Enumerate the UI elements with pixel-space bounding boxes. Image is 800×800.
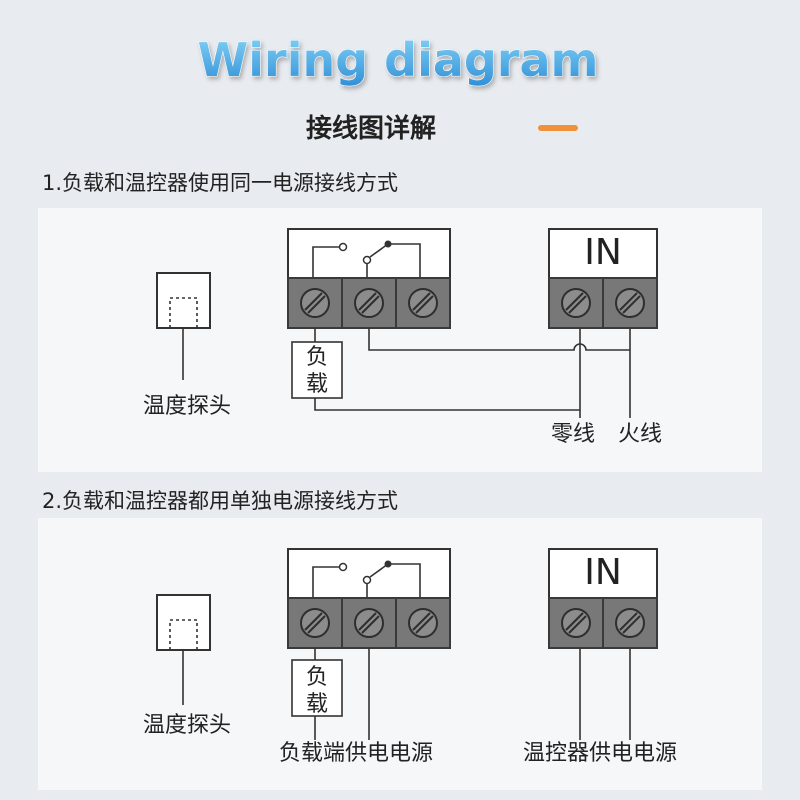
relay-contact-icon [362,255,372,265]
section1-load-box [291,341,343,399]
section1-load-label-bottom: 载 [306,372,328,397]
load-to-neutral-wire [314,398,580,411]
section2-controller [287,548,451,649]
section2-temperature-probe [156,594,211,705]
controller-relay-box [287,548,451,599]
terminal-screw-icon [615,288,645,318]
relay-contact-icon [362,575,372,585]
section2-load-label-bottom: 载 [306,692,328,717]
relay-common-wire [388,243,421,278]
probe-body [156,272,211,329]
page-subtitle: 接线图详解 [306,113,436,144]
terminal-screw-icon [408,288,438,318]
relay-contact-icon [338,242,348,252]
section2-in-label: IN [584,552,622,593]
in-box [548,228,658,279]
terminal-screw-icon [354,288,384,318]
section1-controller [287,228,451,329]
in-box [548,548,658,599]
section2-load-label-top: 负 [306,665,328,690]
relay-nc-wire [312,246,339,278]
probe-sensor-icon [169,297,198,328]
accent-dash [538,125,578,131]
terminal-screw-icon [615,608,645,638]
relay-switch-blade [369,243,389,258]
section2-load-box [291,659,343,717]
section2-controller-power-label: 温控器供电电源 [523,741,677,766]
section2-heading: 2.负载和温控器都用单独电源接线方式 [42,489,398,513]
terminal-screw-icon [354,608,384,638]
page-title: Wiring diagram [198,33,599,87]
controller-to-live-wire [368,328,630,351]
section1-neutral-label: 零线 [551,422,595,447]
section2-power-input: IN [548,548,658,649]
terminal-screw-icon [300,608,330,638]
terminal-screw-icon [300,288,330,318]
section1-load-label-top: 负 [306,345,328,370]
terminal-screw-icon [408,608,438,638]
section1-temperature-probe [156,272,211,380]
section1-probe-label: 温度探头 [143,394,231,419]
terminal-screw-icon [561,608,591,638]
section1-heading: 1.负载和温控器使用同一电源接线方式 [42,171,398,195]
probe-sensor-icon [169,619,198,650]
relay-contact-icon [338,562,348,572]
relay-common-wire [388,563,421,598]
terminal-screw-icon [561,288,591,318]
section2-probe-label: 温度探头 [143,713,231,738]
probe-body [156,594,211,651]
section1-in-label: IN [584,232,622,273]
section1-power-input: IN [548,228,658,329]
relay-nc-wire [312,566,339,598]
section1-live-label: 火线 [618,422,662,447]
relay-switch-blade [369,563,389,578]
section2-load-power-label: 负载端供电电源 [279,741,433,766]
